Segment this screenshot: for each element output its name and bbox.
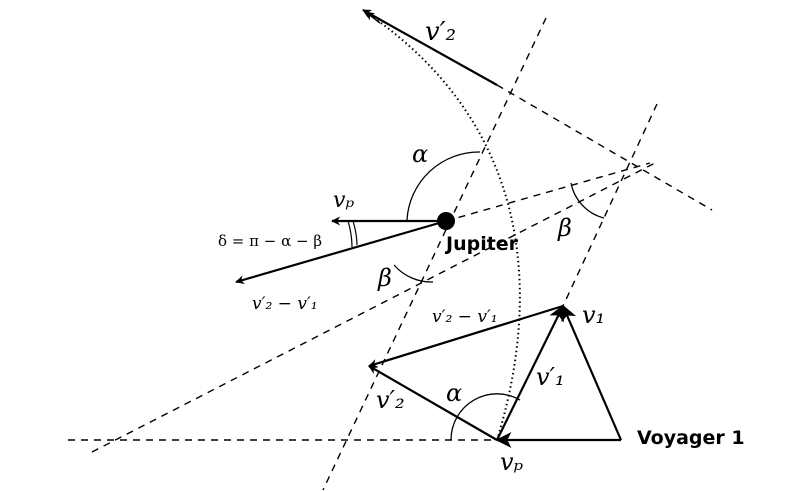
beta-left-arc <box>393 264 434 283</box>
vector-v1-prime <box>496 304 564 441</box>
label-diff-mid: v′₂ − v′₁ <box>432 307 498 327</box>
label-jupiter: Jupiter <box>444 233 519 255</box>
label-beta-left: β <box>377 264 392 292</box>
label-vp-bottom: vₚ <box>500 448 524 476</box>
delta-arc-outer <box>352 220 358 246</box>
vector-v2-prime-bottom <box>368 365 498 441</box>
dashed-incoming-line <box>91 162 656 453</box>
alpha-top-arc <box>406 151 481 221</box>
label-alpha-bottom: α <box>446 379 462 407</box>
label-alpha-top: α <box>412 140 428 168</box>
label-diff-left: v′₂ − v′₁ <box>252 294 318 314</box>
jupiter-dot <box>437 212 455 230</box>
dashed-right-steep-line <box>562 103 658 307</box>
dashed-jupiter-axis <box>445 162 651 222</box>
label-voyager: Voyager 1 <box>637 427 745 449</box>
label-vp-left: vₚ <box>333 188 354 213</box>
vector-v2-prime-top <box>362 9 498 86</box>
label-beta-right: β <box>557 214 572 242</box>
dashed-left-steep-line <box>322 17 547 491</box>
alpha-bottom-arc <box>450 393 521 441</box>
vector-diff-jupiter <box>235 219 447 285</box>
vector-v1 <box>561 304 623 441</box>
label-delta-formula: δ = π − α − β <box>218 232 322 250</box>
label-v1: v₁ <box>582 301 605 329</box>
beta-right-arc <box>570 182 605 219</box>
label-v2-prime-top: v′₂ <box>425 17 456 47</box>
dashed-outgoing-line <box>496 84 713 211</box>
vector-diff-triangle <box>368 304 564 368</box>
delta-arc-inner <box>347 220 353 248</box>
label-v1-prime: v′₁ <box>536 363 565 391</box>
label-v2-prime-bottom: v′₂ <box>376 386 405 414</box>
